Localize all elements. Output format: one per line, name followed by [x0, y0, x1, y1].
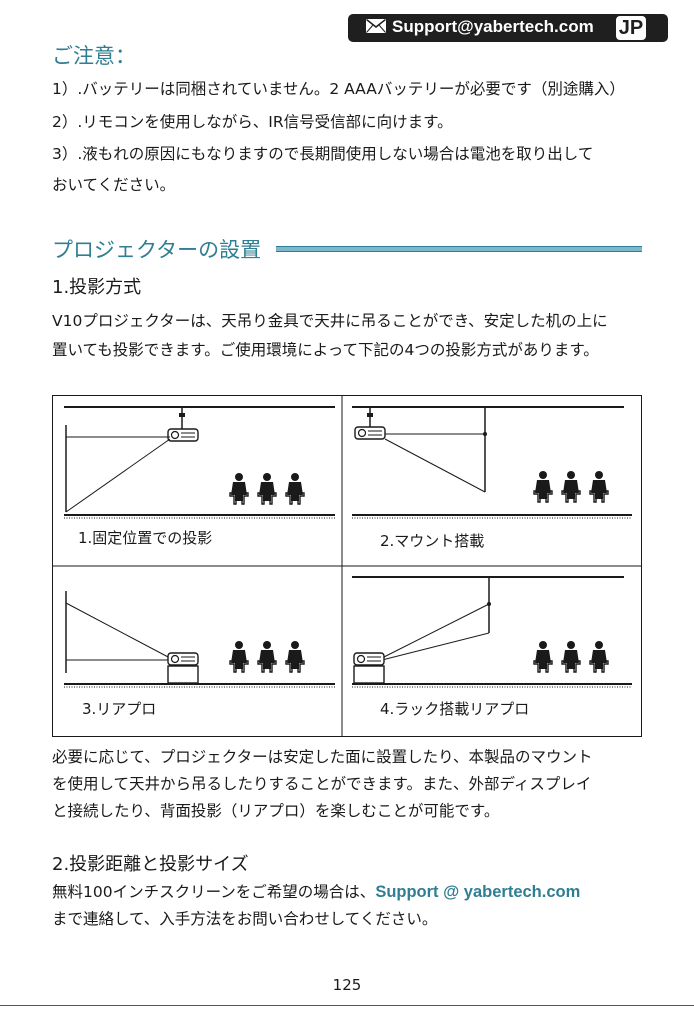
title-rule — [276, 246, 642, 252]
mode-4-caption: 4.ラック搭載リアプロ — [380, 700, 530, 718]
projection-modes-figure: 1.固定位置での投影 2.マウント搭載 3.リアプロ 4.ラック搭載リアプロ — [52, 395, 642, 737]
mode-3-diagram — [64, 591, 335, 688]
projection-modes-illustration — [52, 395, 642, 737]
installation-subhead: 1.投影方式 — [52, 277, 142, 298]
intro-line-1: V10プロジェクターは、天吊り金具で天井に吊ることができ、安定した机の上に — [52, 312, 608, 330]
after-line-3: と接続したり、背面投影（リアプロ）を楽しむことが可能です。 — [52, 802, 500, 820]
note-line-3: 3）.液もれの原因にもなりますので長期間使用しない場合は電池を取り出して — [52, 145, 594, 163]
distance-line-1: 無料100インチスクリーンをご希望の場合は、Support @ yabertec… — [52, 880, 580, 902]
bottom-rule — [0, 1005, 694, 1006]
after-line-2: を使用して天井から吊るしたりすることができます。また、外部ディスプレイ — [52, 775, 592, 793]
after-line-1: 必要に応じて、プロジェクターは安定した面に設置したり、本製品のマウント — [52, 748, 593, 766]
mode-2-caption: 2.マウント搭載 — [380, 532, 485, 550]
envelope-icon — [366, 19, 386, 33]
page-number: 125 — [332, 976, 362, 994]
language-tag: JP — [614, 14, 648, 42]
distance-line-1-text: 無料100インチスクリーンをご希望の場合は、 — [52, 883, 376, 901]
support-email: Support@yabertech.com — [392, 17, 594, 36]
intro-line-2: 置いても投影できます。ご使用環境によって下記の4つの投影方式があります。 — [52, 341, 599, 359]
note-line-2: 2）.リモコンを使用しながら、IR信号受信部に向けます。 — [52, 113, 453, 131]
mode-1-caption: 1.固定位置での投影 — [78, 529, 213, 547]
mode-3-caption: 3.リアプロ — [82, 700, 157, 718]
distance-subhead: 2.投影距離と投影サイズ — [52, 854, 249, 875]
note-line-1: 1）.バッテリーは同梱されていません。2 AAAバッテリーが必要です（別途購入） — [52, 80, 625, 98]
installation-title: プロジェクターの設置 — [52, 238, 262, 262]
mode-1-diagram — [64, 406, 335, 519]
support-link[interactable]: Support @ yabertech.com — [375, 883, 581, 901]
mode-2-diagram — [352, 406, 632, 519]
notes-title: ご注意： — [52, 44, 136, 68]
note-line-4: おいてください。 — [52, 176, 176, 194]
mode-4-diagram — [352, 576, 632, 688]
distance-line-2: まで連絡して、入手方法をお問い合わせしてください。 — [52, 910, 438, 928]
